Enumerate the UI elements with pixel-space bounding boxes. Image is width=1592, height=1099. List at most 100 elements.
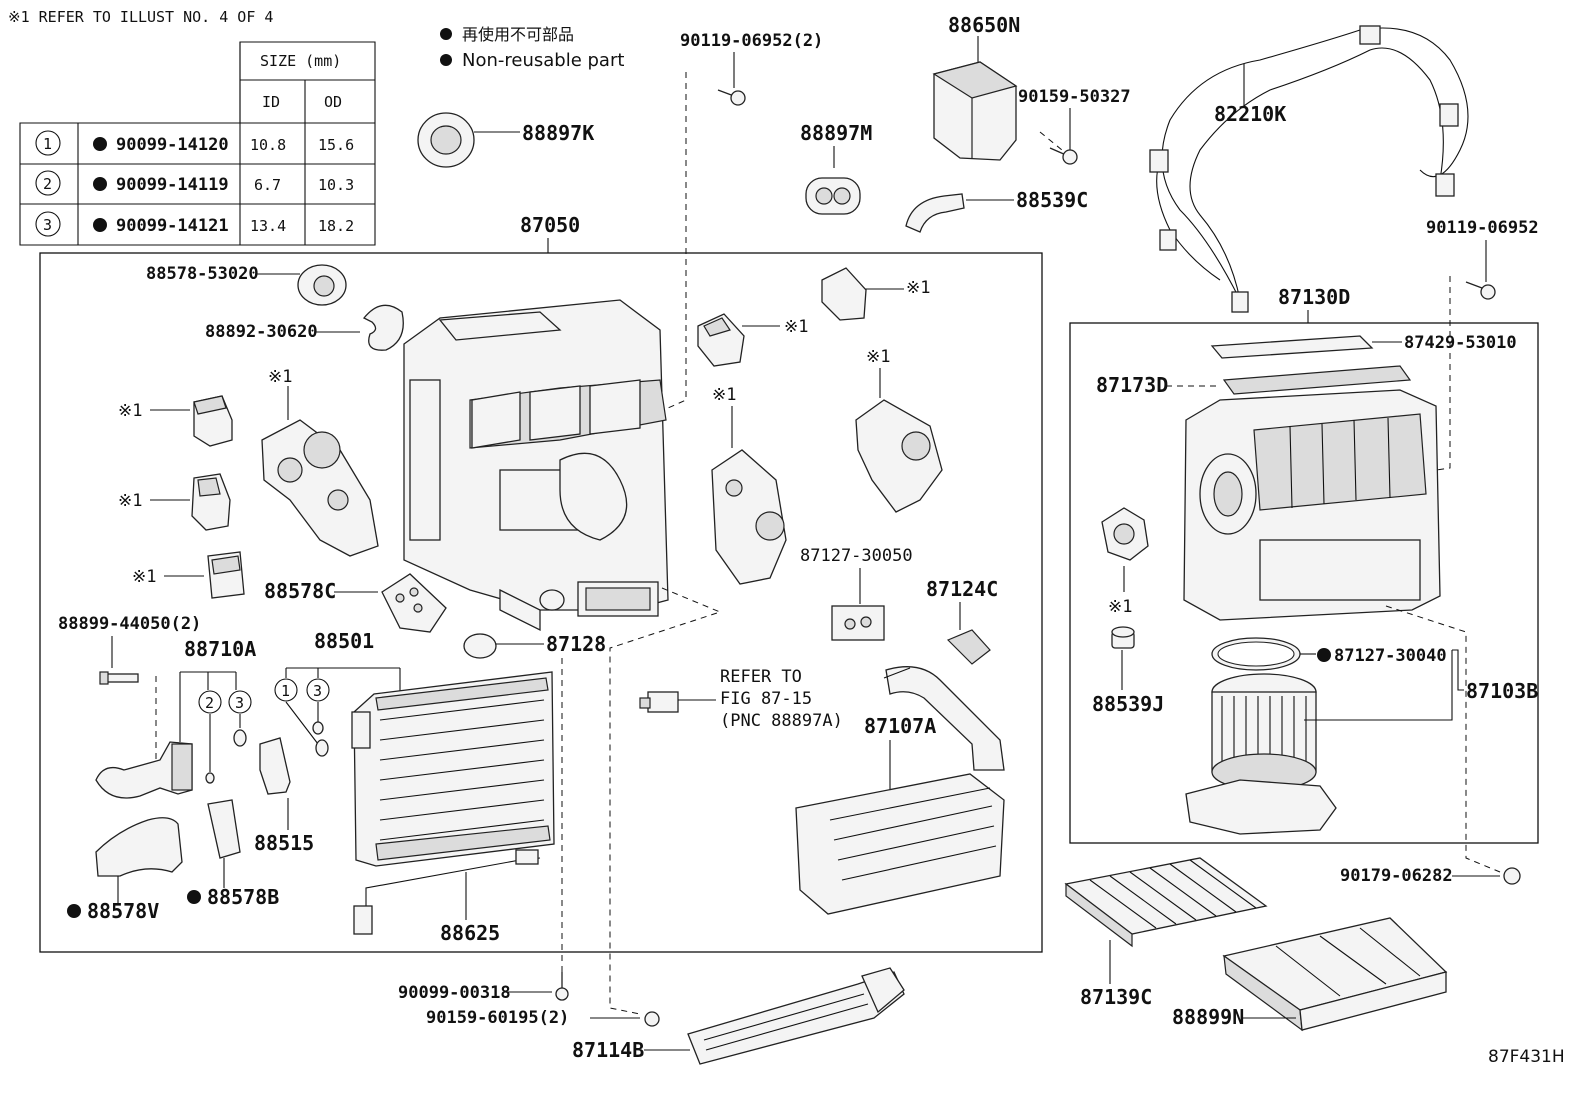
hvac-unit-main bbox=[403, 299, 669, 632]
circled-number-text: 1 bbox=[281, 682, 290, 700]
thermistor-88625 bbox=[353, 849, 541, 935]
part-label-90159-50327: 90159-50327 bbox=[1018, 87, 1131, 107]
non-reusable-dot bbox=[67, 904, 81, 918]
non-reusable-dot bbox=[93, 137, 107, 151]
filter-87139c bbox=[1064, 857, 1268, 984]
col-od-header: OD bbox=[324, 93, 342, 111]
blower-motor-87103b bbox=[1185, 650, 1453, 835]
part-label-87127-30040: 87127-30040 bbox=[1334, 646, 1447, 666]
ref-mark: ※1 bbox=[1108, 597, 1132, 617]
legend-bullet-jp bbox=[440, 28, 452, 40]
ref-mark: ※1 bbox=[866, 347, 890, 367]
o-ring-87127-30040 bbox=[1211, 637, 1316, 671]
part-label-88650n: 88650N bbox=[948, 13, 1020, 37]
o-ring-medium bbox=[312, 721, 324, 735]
part-label-88515: 88515 bbox=[254, 831, 314, 855]
connector-87124c bbox=[946, 629, 991, 665]
o-ring-small bbox=[205, 772, 215, 784]
blower-case-87130d bbox=[1183, 389, 1441, 621]
row-number-circle bbox=[35, 170, 61, 196]
part-label-88897m: 88897M bbox=[800, 121, 872, 145]
row-number: 3 bbox=[43, 216, 52, 234]
part-label-88578-53020: 88578-53020 bbox=[146, 264, 259, 284]
part-label-88899n: 88899N bbox=[1172, 1005, 1244, 1029]
row-part-number: 90099-14119 bbox=[116, 175, 229, 195]
packing-87429-53010 bbox=[1210, 335, 1402, 359]
part-label-87429-53010: 87429-53010 bbox=[1404, 333, 1517, 353]
ref-mark: ※1 bbox=[712, 385, 736, 405]
servo-motor-a bbox=[193, 395, 233, 447]
seal-ring-88897k bbox=[417, 112, 520, 168]
plate-87173d bbox=[1222, 365, 1412, 395]
non-reusable-dot bbox=[93, 177, 107, 191]
servo-motor-c bbox=[191, 473, 231, 531]
row-od: 10.3 bbox=[318, 176, 354, 194]
circled-number-3 bbox=[228, 690, 252, 714]
circled-number-text: 3 bbox=[313, 682, 322, 700]
part-label-88899-44050-2: 88899-44050(2) bbox=[58, 614, 201, 634]
screw-icon bbox=[717, 52, 746, 106]
size-header: SIZE (mm) bbox=[260, 52, 341, 70]
row-id: 13.4 bbox=[250, 217, 286, 235]
part-label-88501: 88501 bbox=[314, 629, 374, 653]
heater-core-87107a bbox=[795, 666, 1005, 915]
part-label-88710a: 88710A bbox=[184, 637, 256, 661]
size-table: SIZE (mm) ID OD 1 90099-14120 10.8 15.6 … bbox=[19, 41, 376, 246]
drain-hose-88539c bbox=[905, 193, 1014, 233]
assembly-box-87050 bbox=[39, 252, 1043, 953]
servo-motor-e bbox=[697, 313, 745, 367]
ref-mark: ※1 bbox=[118, 491, 142, 511]
circled-number-1 bbox=[274, 678, 298, 702]
circled-number-2 bbox=[198, 690, 222, 714]
part-label-90159-60195-2: 90159-60195(2) bbox=[426, 1008, 569, 1028]
part-label-90179-06282: 90179-06282 bbox=[1340, 866, 1453, 886]
screw-icon bbox=[644, 1011, 660, 1027]
row-number: 2 bbox=[43, 175, 52, 193]
servo-motor-right bbox=[1101, 507, 1149, 561]
refer-fig-line3: (PNC 88897A) bbox=[720, 711, 843, 731]
row-part-number: 90099-14121 bbox=[116, 216, 229, 236]
part-label-88539j: 88539J bbox=[1092, 692, 1164, 716]
cover-88578v bbox=[95, 817, 183, 904]
illustration-code: 87F431H bbox=[1488, 1047, 1565, 1067]
filter-case-88899n bbox=[1222, 917, 1448, 1032]
seal-88578-53020 bbox=[297, 264, 347, 306]
part-label-87130d: 87130D bbox=[1278, 285, 1350, 309]
packing-88892-30620 bbox=[362, 304, 404, 351]
ref-mark: ※1 bbox=[784, 317, 808, 337]
part-label-88578v: 88578V bbox=[87, 899, 159, 923]
o-ring-medium bbox=[233, 729, 247, 747]
servo-motor-d bbox=[207, 551, 245, 599]
row-number-circle bbox=[35, 211, 61, 237]
circled-number-text: 3 bbox=[235, 694, 244, 712]
assembly-box-87130d bbox=[1069, 322, 1539, 844]
col-id-header: ID bbox=[262, 93, 280, 111]
part-label-88625: 88625 bbox=[440, 921, 500, 945]
damper-88578c bbox=[381, 573, 447, 633]
row-id: 6.7 bbox=[254, 176, 281, 194]
row-number: 1 bbox=[43, 135, 52, 153]
non-reusable-dot bbox=[1317, 648, 1331, 662]
non-reusable-dot bbox=[93, 218, 107, 232]
part-label-88578c: 88578C bbox=[264, 579, 336, 603]
part-label-87103b: 87103B bbox=[1466, 679, 1538, 703]
part-label-87127-30050: 87127-30050 bbox=[800, 546, 913, 566]
part-label-87050: 87050 bbox=[520, 213, 580, 237]
part-label-87107a: 87107A bbox=[864, 714, 936, 738]
evaporator-88501 bbox=[351, 671, 555, 867]
ref-mark: ※1 bbox=[132, 567, 156, 587]
wire-harness-82210k bbox=[1149, 25, 1469, 313]
part-label-88539c: 88539C bbox=[1016, 188, 1088, 212]
screw-icon bbox=[555, 972, 569, 1001]
servo-motor-h bbox=[855, 399, 943, 513]
part-label-88892-30620: 88892-30620 bbox=[205, 322, 318, 342]
part-label-90119-06952-2: 90119-06952(2) bbox=[680, 31, 823, 51]
screw-icon bbox=[1435, 240, 1496, 471]
part-label-90099-00318: 90099-00318 bbox=[398, 983, 511, 1003]
part-label-87124c: 87124C bbox=[926, 577, 998, 601]
refer-fig-line2: FIG 87-15 bbox=[720, 689, 812, 709]
row-od: 18.2 bbox=[318, 217, 354, 235]
heater-87114b bbox=[644, 967, 905, 1065]
